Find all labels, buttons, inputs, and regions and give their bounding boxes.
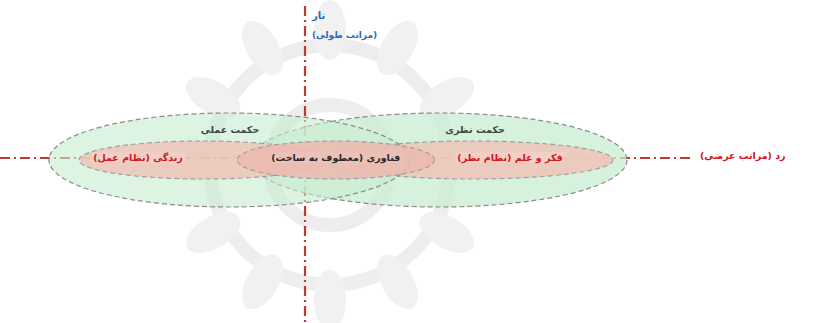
ellipse-heading: حکمت نظری bbox=[443, 124, 507, 135]
horizontal-axis-label: رد (مراتب عرضی) bbox=[700, 150, 786, 161]
vertical-axis-label: تار bbox=[312, 10, 325, 22]
ellipse-heading: حکمت عملی bbox=[199, 124, 261, 135]
technology-ellipse: فناوری (معطوف به ساخت) bbox=[236, 140, 436, 180]
ellipse-label: زندگی (نظام عمل) bbox=[91, 152, 185, 163]
vertical-axis-label: (مراتب طولی) bbox=[312, 30, 377, 41]
ellipse-heading: فناوری (معطوف به ساخت) bbox=[269, 152, 402, 163]
ellipse-label: فکر و علم (نظام نظر) bbox=[455, 152, 564, 163]
